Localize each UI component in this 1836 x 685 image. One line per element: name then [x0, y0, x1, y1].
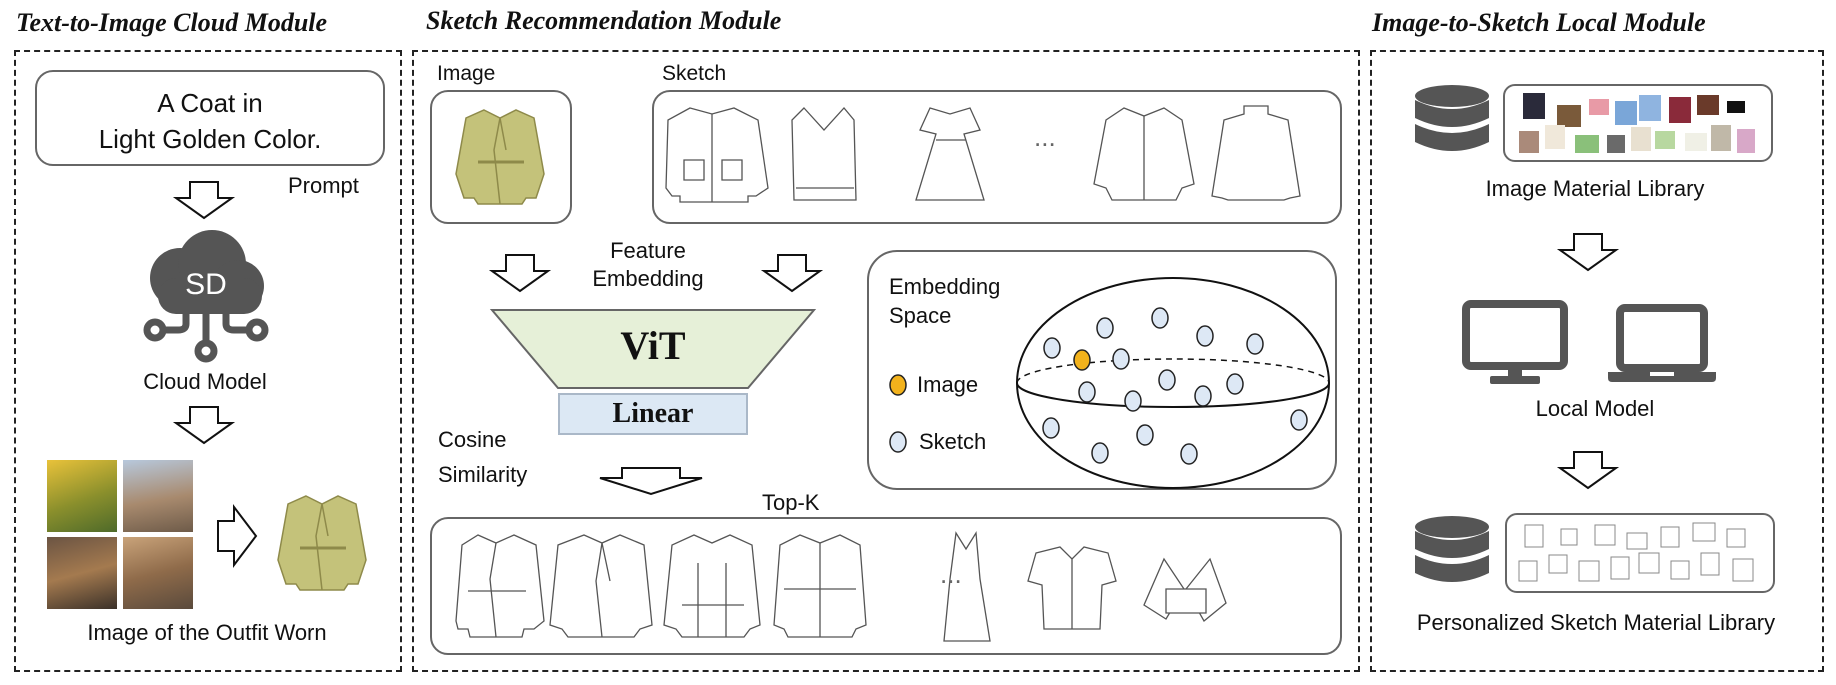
- down-arrow-icon: [488, 254, 552, 293]
- cloud-sd-icon: SD: [143, 230, 269, 363]
- topk-label: Top-K: [762, 490, 820, 515]
- database-icon: [1415, 516, 1489, 582]
- database-icon: [1415, 85, 1489, 151]
- linear-label: Linear: [612, 398, 694, 429]
- image-label: Image: [437, 62, 496, 85]
- cosine-line1: Cosine: [438, 427, 507, 452]
- outfit-photo-3: [47, 537, 117, 609]
- down-arrow-icon: [760, 254, 824, 293]
- outfit-photo-2: [123, 460, 193, 532]
- sketch-library-box: [1505, 513, 1775, 593]
- sketch-label: Sketch: [662, 62, 727, 85]
- topk-ellipsis: ...: [940, 559, 962, 589]
- t2i-module-title: Text-to-Image Cloud Module: [16, 8, 328, 37]
- outfit-photo-1: [47, 460, 117, 532]
- legend-sketch-label: Sketch: [919, 429, 987, 454]
- topk-sketch-2: [549, 534, 653, 638]
- sketch-dress: [915, 107, 985, 201]
- input-image-box: [430, 90, 572, 224]
- down-arrow-icon: [1556, 233, 1620, 272]
- feature-embedding-line1: Feature: [610, 238, 686, 263]
- cosine-line2: Similarity: [438, 462, 528, 487]
- wide-down-arrow-icon: [599, 467, 703, 496]
- embedding-space-box: Embedding Space Image Sketch: [867, 250, 1337, 490]
- clothing-images-thumbnails: [1519, 93, 1755, 153]
- laptop-icon: [1608, 304, 1716, 382]
- prompt-text-line2: Light Golden Color.: [98, 124, 322, 154]
- legend-image-label: Image: [917, 372, 979, 397]
- sketch-rec-module-border: [412, 50, 1360, 672]
- sketch-library-label: Personalized Sketch Material Library: [1416, 610, 1776, 635]
- down-arrow-icon: [172, 181, 236, 220]
- i2s-module-border: [1370, 50, 1824, 672]
- linear-block: Linear: [558, 393, 748, 435]
- coat-image: [277, 495, 367, 591]
- right-arrow-icon: [217, 504, 258, 568]
- sketch-rec-module-title: Sketch Recommendation Module: [426, 6, 782, 35]
- outfit-worn-label: Image of the Outfit Worn: [87, 620, 327, 645]
- embedding-space-line1: Embedding: [889, 274, 1001, 299]
- desktop-monitor-icon: [1462, 300, 1568, 384]
- sketch-set-box: ...: [652, 90, 1342, 224]
- topk-sketch-7: [1143, 557, 1227, 622]
- vit-label: ViT: [620, 323, 686, 368]
- prompt-label: Prompt: [288, 173, 359, 198]
- sketch-ellipsis: ...: [1034, 122, 1056, 152]
- sketch-vest: [791, 107, 857, 201]
- topk-sketch-5: [943, 531, 991, 642]
- legend-sketch-dot: [889, 431, 907, 453]
- image-library-label: Image Material Library: [1485, 176, 1705, 201]
- prompt-box: A Coat in Light Golden Color.: [35, 70, 385, 166]
- local-model-label: Local Model: [1535, 396, 1655, 421]
- vit-block: [489, 309, 817, 389]
- cloud-model-label: Cloud Model: [143, 369, 267, 394]
- topk-sketch-3: [663, 534, 761, 638]
- down-arrow-icon: [172, 406, 236, 445]
- sketch-turtleneck: [1211, 105, 1301, 201]
- legend-image-dot: [889, 374, 907, 396]
- topk-sketch-6: [1027, 546, 1117, 630]
- outfit-photo-4: [123, 537, 193, 609]
- embedding-sphere: [1015, 277, 1331, 489]
- embedding-space-line2: Space: [889, 303, 952, 328]
- sketch-thumbnails: [1518, 522, 1754, 582]
- input-coat-image: [455, 109, 545, 205]
- sketch-coat: [665, 107, 769, 203]
- sketch-gallery: [665, 105, 1301, 203]
- prompt-text-line1: A Coat in: [157, 88, 263, 118]
- feature-embedding-line2: Embedding: [592, 266, 704, 291]
- image-library-box: [1503, 84, 1773, 162]
- topk-sketch-1: [455, 534, 545, 638]
- t2i-module-border: [14, 50, 402, 672]
- down-arrow-icon: [1556, 451, 1620, 490]
- topk-sketch-gallery: [455, 531, 1227, 642]
- topk-results-box: ...: [430, 517, 1342, 655]
- sketch-blouse: [1093, 107, 1195, 201]
- sd-text: SD: [185, 268, 227, 301]
- topk-sketch-4: [773, 534, 867, 638]
- i2s-module-title: Image-to-Sketch Local Module: [1372, 8, 1706, 37]
